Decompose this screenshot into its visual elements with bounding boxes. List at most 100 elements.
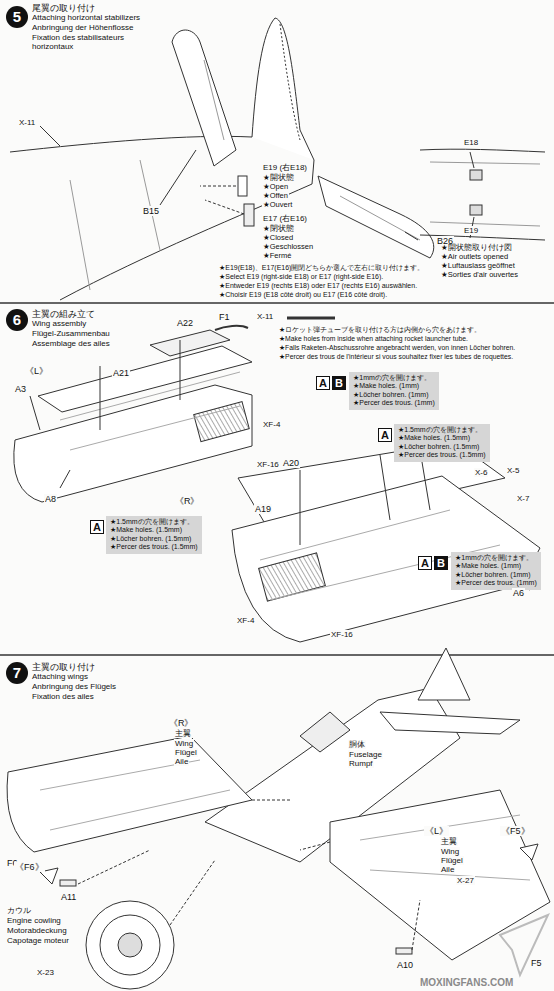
part-label: ★Open — [262, 183, 289, 192]
part-label: カウル — [6, 906, 32, 915]
node-text: ★1mmの穴を開けます。 — [353, 374, 435, 382]
marker-box: B — [332, 376, 346, 390]
node-text: ★Löcher bohren. (1.5mm) — [110, 535, 198, 543]
part-label: XF-4 — [236, 616, 255, 625]
part-label: ★開状態取り付け図 — [440, 244, 513, 253]
part-label: A6 — [512, 588, 525, 598]
part-label: ★Air outlets opened — [440, 253, 509, 262]
part-label: E19 (右E18) — [262, 163, 308, 172]
part-label: ★Falls Raketen-Abschussrohre angebracht … — [278, 344, 550, 352]
node-text: ★Löcher bohren. (1.5mm) — [398, 443, 486, 451]
heading-text: Fixation des ailes — [32, 692, 94, 701]
node-text: ★Löcher bohren. (1mm) — [455, 571, 537, 579]
node-text: B — [435, 557, 447, 569]
marker-box: A — [316, 376, 330, 390]
node-text: ★Make holes. (1.5mm) — [110, 526, 198, 534]
part-label: A3 — [14, 384, 27, 394]
part-label: 《R》 — [174, 496, 201, 506]
marker-box: A — [90, 520, 104, 534]
node-text: ★Percer des trous. (1.5mm) — [110, 543, 198, 551]
heading-text: Fixation des stabilisateurs horizontaux — [32, 33, 152, 51]
part-label: Engine cowling — [6, 916, 62, 925]
node-text: A — [317, 377, 329, 389]
part-label: E17 (右E16) — [262, 214, 308, 223]
part-label: A19 — [254, 504, 272, 514]
node-text: ★1.5mmの穴を開けます。 — [110, 518, 198, 526]
part-label: Flügel — [440, 856, 464, 865]
node-text: ★1mmの穴を開けます。 — [455, 554, 537, 562]
part-label: 《F6》 — [14, 862, 45, 872]
step-number: 6 — [6, 309, 28, 331]
node-text: ★Make holes. (1.5mm) — [398, 434, 486, 442]
part-label: A11 — [60, 892, 77, 902]
note-box: ★1.5mmの穴を開けます。★Make holes. (1.5mm)★Löche… — [394, 424, 490, 462]
part-label: 《L》 — [424, 826, 449, 836]
note-box: ★1mmの穴を開けます。★Make holes. (1mm)★Löcher bo… — [349, 372, 439, 410]
heading-text: 尾翼の取り付け — [32, 3, 95, 13]
part-label: ★Percer des trous de l'intérieur si vous… — [278, 353, 550, 361]
part-label: ★Luftauslass geöffnet — [440, 262, 516, 271]
part-label: F5 — [530, 958, 543, 968]
heading-text: Wing assembly — [32, 319, 86, 328]
part-label: Rumpf — [348, 759, 374, 768]
part-label: ★ロケット弾チューブを取り付ける方は内側から穴をあけます。 — [278, 326, 550, 334]
part-label: 主翼 — [440, 837, 458, 846]
heading-text: Anbringung der Höhenflosse — [32, 23, 133, 32]
part-label: ★Entweder E19 (rechts E18) oder E17 (rec… — [218, 282, 418, 290]
part-label: A8 — [44, 494, 57, 504]
marker-box: A — [378, 428, 392, 442]
part-label: A22 — [176, 318, 194, 328]
part-label: ★E19(E18)、E17(E16)開閉どちらか選んで左右に取り付けます。 — [218, 264, 425, 272]
part-label: A20 — [282, 458, 300, 468]
heading-text: MOXINGFANS.COM — [420, 977, 513, 989]
node-text: ★Percer des trous. (1.5mm) — [398, 451, 486, 459]
part-label: X-11 — [256, 312, 274, 321]
part-label: ★Closed — [262, 234, 294, 243]
heading-text: Flügel-Zusammenbau — [32, 329, 110, 338]
node-text: ★Make holes. (1mm) — [455, 562, 537, 570]
part-label: Wing — [174, 739, 194, 748]
part-label: Aile — [174, 757, 189, 766]
part-label: E19 — [463, 226, 479, 235]
heading-text: 主翼の取り付け — [32, 662, 95, 672]
part-label: Fuselage — [348, 750, 383, 759]
part-label: X-5 — [506, 466, 520, 475]
part-label: 《R》 — [168, 718, 195, 728]
part-label: Capotage moteur — [6, 936, 70, 945]
part-label: 主翼 — [174, 729, 192, 738]
step-number: 5 — [6, 6, 28, 28]
heading-text: Assemblage des ailes — [32, 339, 110, 348]
node-text: A — [419, 557, 431, 569]
heading-text: Attaching wings — [32, 672, 88, 681]
node-text: 5 — [6, 6, 28, 28]
part-label: Wing — [440, 847, 460, 856]
part-label: X-27 — [456, 876, 475, 885]
node-text: A — [379, 429, 391, 441]
node-text: 6 — [6, 309, 28, 331]
node-text: ★Percer des trous. (1mm) — [353, 399, 435, 407]
heading-text: Attaching horizontal stabilizers — [32, 13, 140, 22]
part-label: ★Ouvert — [262, 201, 293, 210]
part-label: ★Make holes from inside when attaching r… — [278, 335, 550, 343]
part-label: ★Fermé — [262, 252, 292, 261]
part-label: E18 — [463, 138, 479, 147]
note-box: ★1mmの穴を開けます。★Make holes. (1mm)★Löcher bo… — [451, 552, 541, 590]
node-text: ★Make holes. (1mm) — [353, 382, 435, 390]
part-label: 《F5》 — [500, 826, 531, 836]
part-label: 《L》 — [24, 366, 49, 376]
part-label: A10 — [396, 960, 414, 970]
step-number: 7 — [6, 662, 28, 684]
heading-text: Anbringung des Flügels — [32, 682, 116, 691]
part-label: ★開状態 — [262, 174, 295, 183]
part-label: Motorabdeckung — [6, 926, 68, 935]
part-label: ★Offen — [262, 192, 289, 201]
part-label: ★Geschlossen — [262, 243, 314, 252]
node-text: ★Löcher bohren. (1mm) — [353, 391, 435, 399]
node-text: ★Percer des trous. (1mm) — [455, 579, 537, 587]
heading-text: 主翼の組み立て — [32, 309, 95, 319]
part-label: ★Select E19 (right-side E18) or E17 (rig… — [218, 273, 384, 281]
node-text: ★1.5mmの穴を開けます。 — [398, 426, 486, 434]
part-label: X-6 — [474, 468, 488, 477]
